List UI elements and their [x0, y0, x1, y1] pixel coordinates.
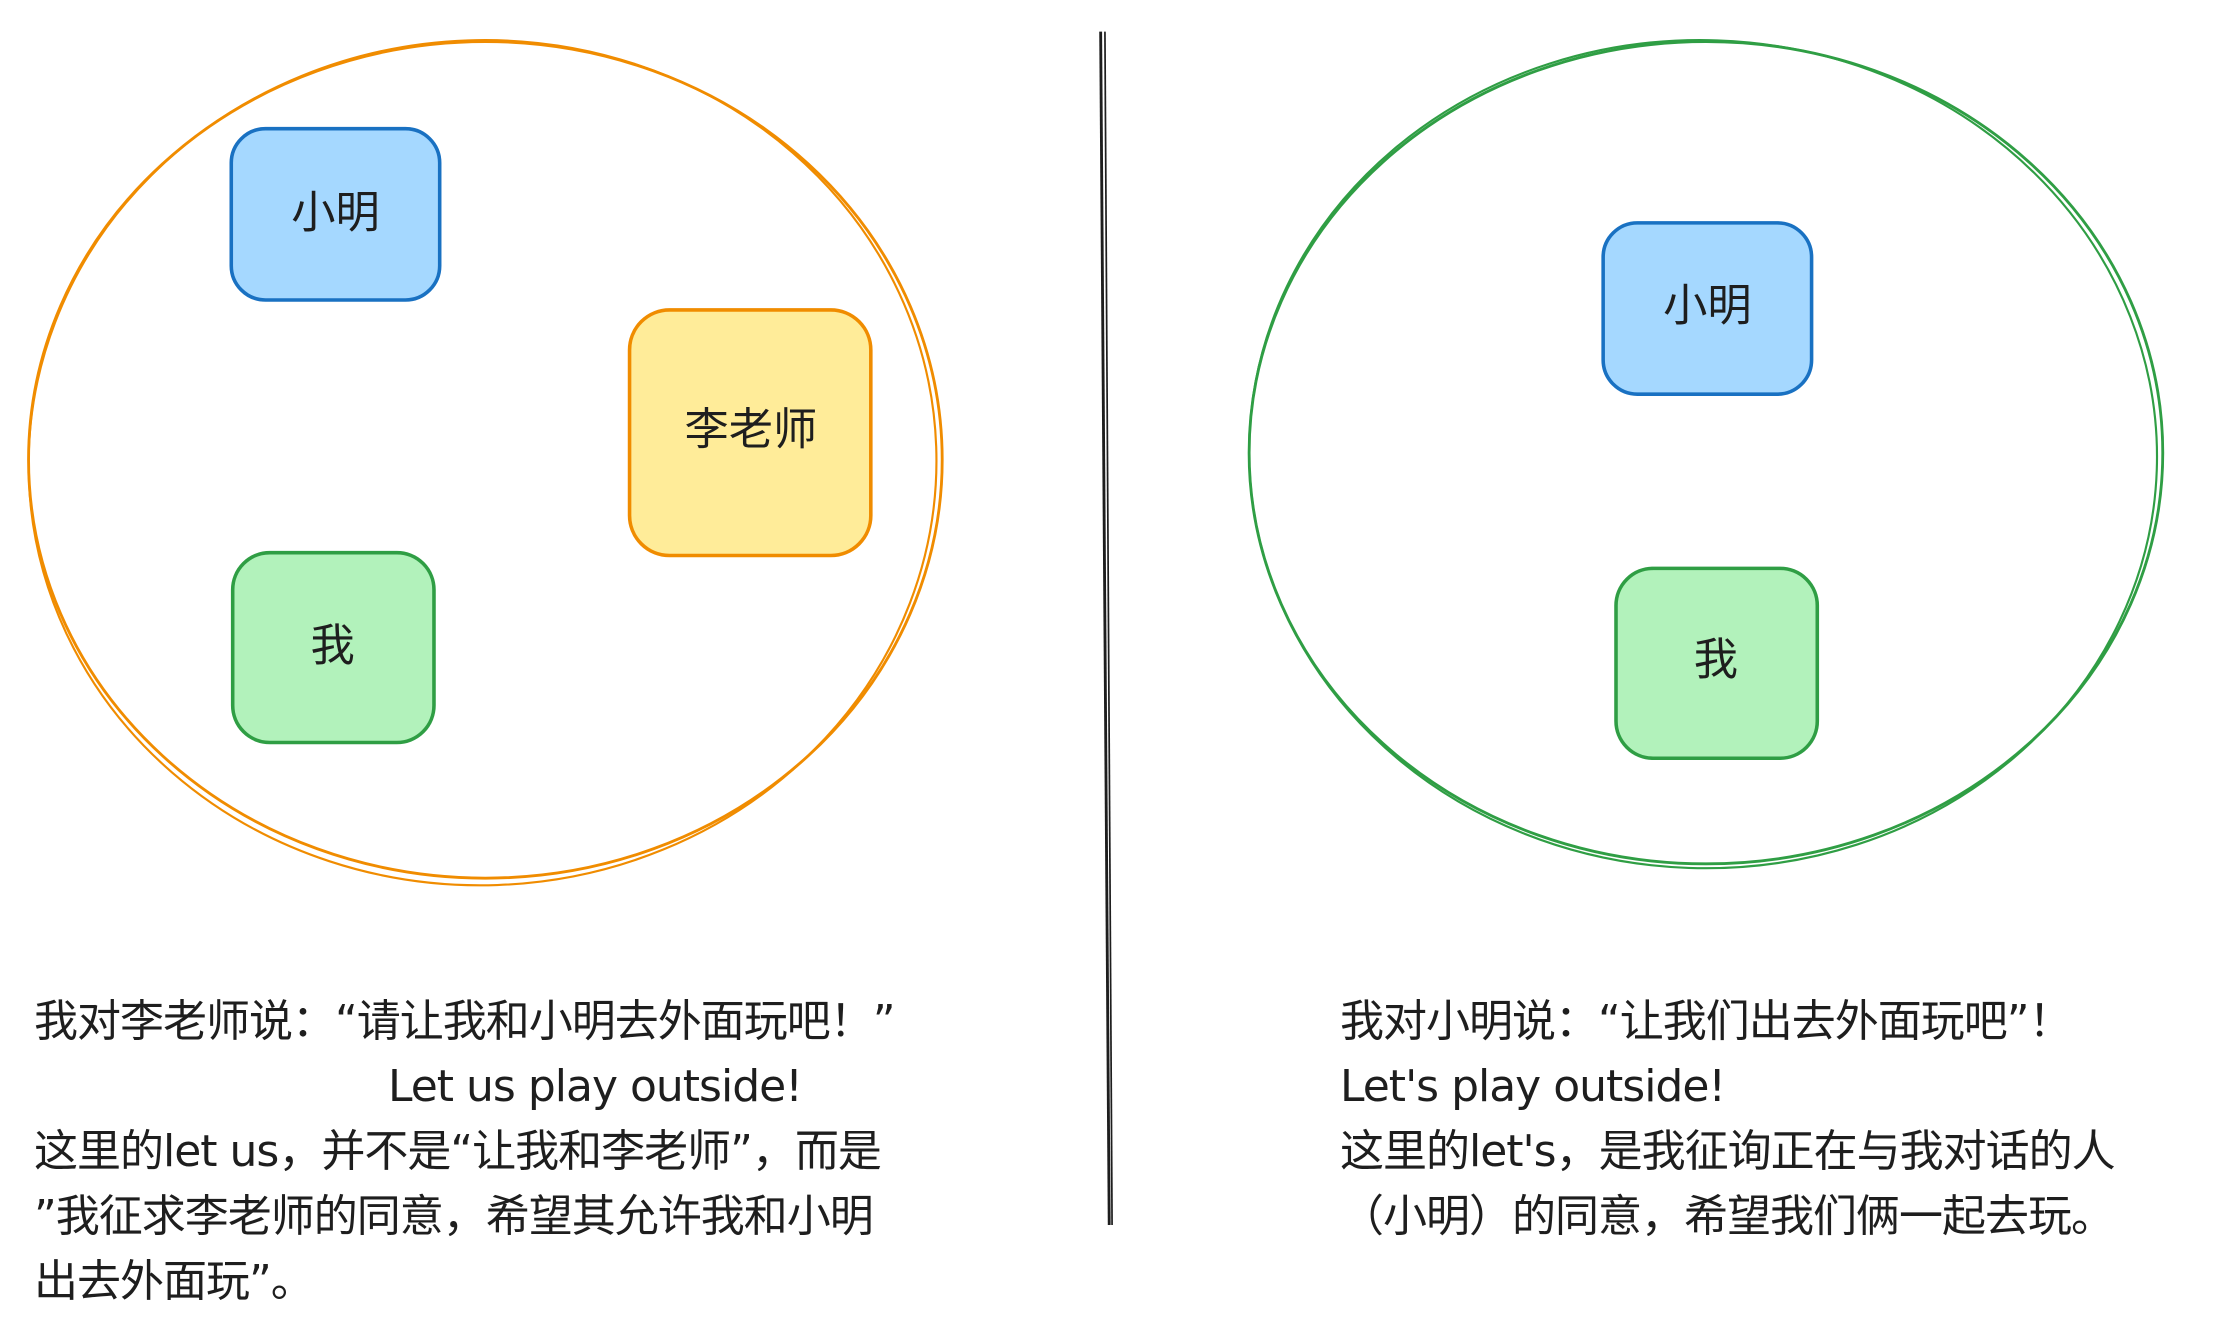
left-line-4: ”我征求李老师的同意，希望其允许我和小明	[34, 1191, 874, 1242]
left-circle-stroke2	[27, 39, 938, 887]
divider	[1099, 31, 1113, 1226]
right-line-2: Let's play outside!	[1340, 1061, 1726, 1112]
node-label: 小明	[1663, 281, 1752, 332]
left-group: 小明 李老师 我	[27, 39, 944, 887]
node-xiaoming-right: 小明	[1601, 221, 1814, 396]
right-line-4: （小明）的同意，希望我们俩一起去玩。	[1340, 1191, 2115, 1242]
node-me-left: 我	[230, 550, 436, 745]
node-teacher: 李老师	[627, 308, 873, 558]
right-group: 小明 我	[1247, 39, 2165, 870]
left-line-3: 这里的let us，并不是“让我和李老师”，而是	[34, 1126, 882, 1177]
right-circle-stroke2	[1248, 39, 2159, 870]
left-line-2: Let us play outside!	[388, 1061, 803, 1112]
node-label: 李老师	[685, 405, 818, 456]
node-label: 小明	[291, 188, 380, 239]
right-line-1: 我对小明说：“让我们出去外面玩吧”！	[1340, 996, 2073, 1047]
left-line-5: 出去外面玩”。	[34, 1256, 315, 1307]
right-line-3: 这里的let's，是我征询正在与我对话的人	[1340, 1126, 2116, 1177]
node-xiaoming-left: 小明	[229, 126, 442, 302]
node-label: 我	[1694, 635, 1738, 686]
node-label: 我	[310, 620, 354, 671]
node-me-right: 我	[1614, 566, 1820, 761]
left-line-1: 我对李老师说：“请让我和小明去外面玩吧！”	[34, 996, 896, 1047]
